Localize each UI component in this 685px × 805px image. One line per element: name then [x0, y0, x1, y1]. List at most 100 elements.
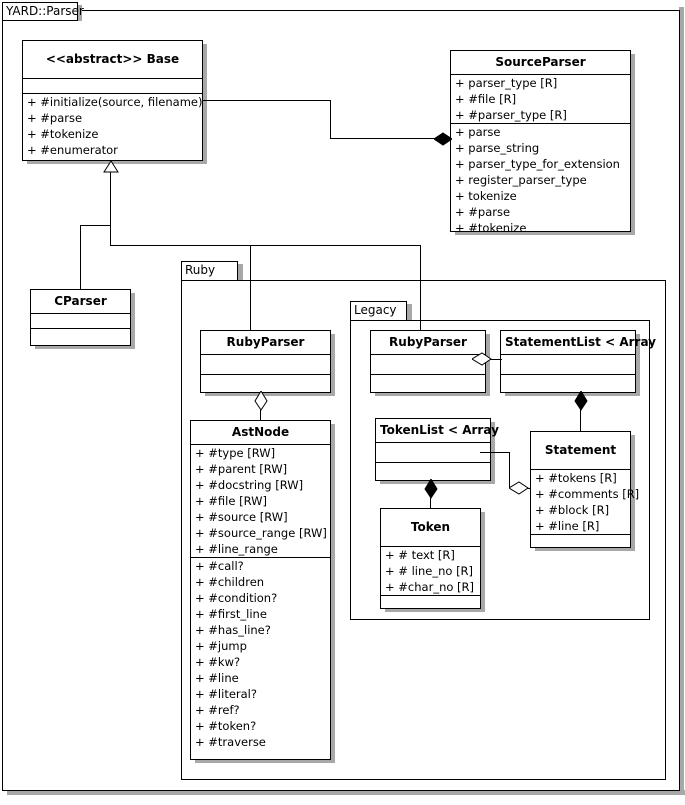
class-legacy-rubyparser-operations — [371, 375, 485, 394]
class-member: + #call? — [195, 559, 244, 573]
class-member: + #parent [RW] — [195, 462, 288, 476]
class-member: + #file [RW] — [195, 494, 267, 508]
aggregation-diamond-ruby-astnode — [254, 391, 268, 411]
class-legacy-rubyparser[interactable]: RubyParser — [370, 330, 486, 393]
diagram-frame — [2, 10, 680, 791]
class-member: + #file [R] — [455, 92, 517, 106]
class-base-attributes — [23, 79, 202, 94]
class-tokenlist-title: TokenList < Array — [376, 419, 499, 443]
class-token-title: Token — [381, 509, 480, 547]
class-member: + #source [RW] — [195, 510, 288, 524]
assoc-base-sourceparser-seg3 — [330, 138, 443, 139]
frame-title-label: YARD::Parser — [6, 4, 84, 18]
class-ruby-rubyparser[interactable]: RubyParser — [200, 330, 331, 393]
class-member: + #source_range [RW] — [195, 526, 327, 540]
generalization-branch-cparser-v — [80, 225, 81, 289]
class-statementlist-title: StatementList < Array — [501, 331, 656, 355]
package-ruby-tab-shadow — [237, 264, 243, 280]
class-member: + #condition? — [195, 591, 278, 605]
class-member: + #tokens [R] — [535, 471, 617, 485]
package-legacy-tab: Legacy — [350, 301, 407, 321]
assoc-base-sourceparser-seg1 — [203, 100, 331, 101]
aggregation-diamond-statement-tokenlist — [509, 481, 529, 495]
class-member: + #parse — [27, 111, 83, 125]
class-legacy-rubyparser-title: RubyParser — [371, 331, 485, 355]
assoc-tokenlist-token — [430, 497, 431, 508]
class-base-operations: + #initialize(source, filename) + #parse… — [23, 94, 202, 158]
class-statementlist-operations — [501, 375, 635, 394]
generalization-branch-legacy-rubyparser — [420, 245, 421, 330]
class-cparser[interactable]: CParser — [30, 289, 131, 346]
class-tokenlist-attributes — [376, 443, 490, 463]
class-member: + #jump — [195, 639, 247, 653]
generalization-branch-cparser-h — [80, 225, 111, 226]
class-member: + #line [R] — [535, 519, 600, 533]
class-base-title: <<abstract>> Base — [23, 41, 202, 79]
class-token[interactable]: Token + # text [R] + # line_no [R] + #ch… — [380, 508, 481, 609]
class-member: + #children — [195, 575, 265, 589]
class-astnode-title: AstNode — [191, 421, 330, 445]
class-member: + #block [R] — [535, 503, 610, 517]
aggregation-diamond-legacy-statementlist — [472, 352, 492, 366]
class-cparser-attributes — [31, 314, 130, 329]
class-token-operations — [381, 596, 480, 610]
frame-tab-shadow — [76, 5, 82, 21]
class-tokenlist[interactable]: TokenList < Array — [375, 418, 499, 481]
class-astnode-operations: + #call? + #children + #condition? + #fi… — [191, 558, 330, 750]
package-legacy-tab-shadow — [406, 304, 412, 320]
class-member: + #initialize(source, filename) — [27, 95, 203, 109]
package-ruby-label: Ruby — [185, 263, 216, 277]
class-member: + # line_no [R] — [385, 564, 474, 578]
generalization-trunk — [110, 172, 111, 245]
class-statementlist[interactable]: StatementList < Array — [500, 330, 656, 394]
assoc-statement-tokenlist-seg1 — [480, 452, 510, 453]
class-member: + #kw? — [195, 655, 241, 669]
class-token-attributes: + # text [R] + # line_no [R] + #char_no … — [381, 547, 480, 596]
class-member: + #char_no [R] — [385, 580, 475, 594]
generalization-branch-ruby-rubyparser — [250, 245, 251, 330]
class-sourceparser-title: SourceParser — [451, 51, 630, 75]
class-member: + #docstring [RW] — [195, 478, 304, 492]
class-member: + tokenize — [455, 189, 517, 203]
class-member: + #enumerator — [27, 143, 118, 157]
class-member: + #ref? — [195, 703, 240, 717]
assoc-statementlist-statement — [580, 409, 581, 431]
assoc-statement-tokenlist-seg3 — [527, 488, 531, 489]
class-member: + register_parser_type — [455, 173, 587, 187]
class-statement-attributes: + #tokens [R] + #comments [R] + #block [… — [531, 470, 640, 535]
class-cparser-title: CParser — [31, 290, 130, 314]
composition-diamond-sourceparser — [434, 132, 452, 146]
class-ruby-rubyparser-attributes — [201, 355, 330, 375]
class-member: + parse_string — [455, 141, 540, 155]
class-member: + #parse — [455, 205, 511, 219]
generalization-rail — [110, 245, 421, 246]
class-member: + #has_line? — [195, 623, 271, 637]
class-base[interactable]: <<abstract>> Base + #initialize(source, … — [22, 40, 203, 161]
class-member: + #first_line — [195, 607, 267, 621]
class-statement[interactable]: Statement + #tokens [R] + #comments [R] … — [530, 431, 640, 549]
class-member: + #literal? — [195, 687, 257, 701]
class-astnode[interactable]: AstNode + #type [RW] + #parent [RW] + #d… — [190, 420, 331, 760]
package-ruby-tab: Ruby — [181, 261, 238, 281]
composition-diamond-tokenlist-token — [424, 479, 438, 499]
class-sourceparser-operations: + parse + parse_string + parser_type_for… — [451, 124, 630, 236]
class-member: + #tokenize — [27, 127, 99, 141]
class-sourceparser[interactable]: SourceParser + parser_type [R] + #file [… — [450, 50, 631, 235]
class-member: + #token? — [195, 719, 257, 733]
class-member: + # text [R] — [385, 548, 455, 562]
class-member: + parser_type [R] — [455, 76, 558, 90]
class-member: + #tokenize — [455, 221, 527, 235]
frame-shadow-right — [679, 7, 684, 795]
class-cparser-operations — [31, 329, 130, 343]
assoc-base-sourceparser-seg2 — [330, 100, 331, 138]
assoc-legacy-rubyparser-statementlist — [490, 359, 502, 360]
class-member: + #line — [195, 671, 239, 685]
class-member: + #parser_type [R] — [455, 108, 567, 122]
class-statement-operations — [531, 535, 630, 549]
class-member: + parse — [455, 125, 501, 139]
class-member: + #comments [R] — [535, 487, 640, 501]
class-sourceparser-attributes: + parser_type [R] + #file [R] + #parser_… — [451, 75, 630, 124]
assoc-ruby-rubyparser-astnode — [260, 410, 261, 421]
frame-shadow — [7, 790, 685, 795]
